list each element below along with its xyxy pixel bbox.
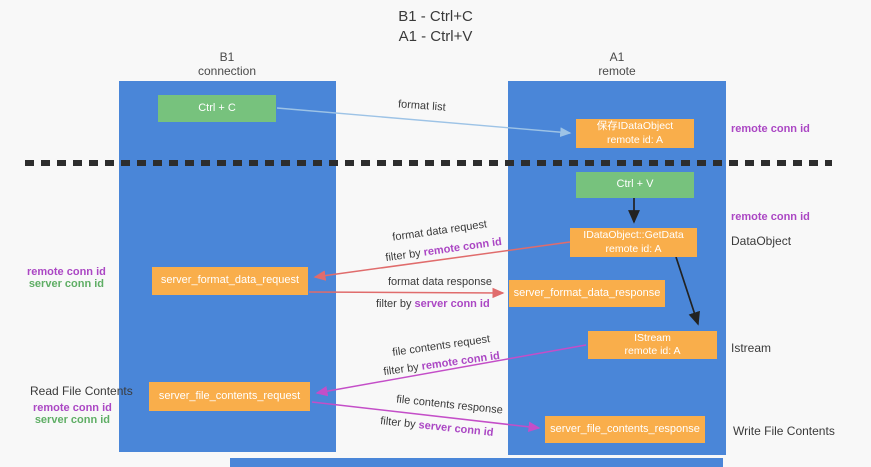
ctrl-v-box: Ctrl + V xyxy=(576,172,694,198)
read-file-contents-label: Read File Contents xyxy=(30,384,133,398)
server-file-contents-response-box: server_file_contents_response xyxy=(545,416,705,443)
remote-conn-id-label: remote conn id xyxy=(33,402,112,414)
dashed-separator xyxy=(25,160,832,166)
remote-conn-id-label-top: remote conn id xyxy=(731,123,810,135)
server-conn-id-highlight: server conn id xyxy=(414,298,490,310)
left-conn-id-labels-bottom: remote conn id server conn id xyxy=(33,402,112,426)
server-conn-id-label: server conn id xyxy=(28,278,105,290)
file-contents-response-label: file contents response xyxy=(395,393,504,417)
write-file-contents-label: Write File Contents xyxy=(733,424,835,438)
format-data-response-filter-label: filter by server conn id xyxy=(376,298,490,310)
server-conn-id-highlight: server conn id xyxy=(417,419,495,439)
server-format-data-response-label: server_format_data_response xyxy=(513,286,661,299)
save-idataobject-line2: remote id: A xyxy=(606,133,664,146)
file-contents-response-filter-label: filter by server conn id xyxy=(380,415,494,439)
save-idataobject-box: 保存IDataObject remote id: A xyxy=(576,119,694,148)
filter-by-text: filter by xyxy=(379,415,420,432)
server-conn-id-label: server conn id xyxy=(34,414,111,426)
server-format-data-request-box: server_format_data_request xyxy=(152,267,308,295)
filter-by-text: filter by xyxy=(376,298,415,310)
istream-box: IStream remote id: A xyxy=(588,331,717,359)
server-file-contents-request-label: server_file_contents_request xyxy=(158,389,301,402)
istream-side-label: Istream xyxy=(731,341,772,355)
ctrl-c-label: Ctrl + C xyxy=(198,101,236,114)
remote-conn-id-highlight: remote conn id xyxy=(420,349,501,373)
left-column-header: B1 connection xyxy=(152,50,302,79)
format-list-label: format list xyxy=(397,98,447,114)
dataobject-label: DataObject xyxy=(731,234,792,248)
server-format-data-response-box: server_format_data_response xyxy=(509,280,665,307)
filter-by-text: filter by xyxy=(382,360,423,379)
format-data-response-label: format data response xyxy=(388,276,492,288)
right-column-subtitle: remote xyxy=(598,64,636,79)
diagram-title: B1 - Ctrl+C A1 - Ctrl+V xyxy=(0,7,871,48)
getdata-line1: IDataObject::GetData xyxy=(583,229,684,242)
istream-line2: remote id: A xyxy=(624,345,681,357)
left-column-name: B1 xyxy=(219,50,235,64)
title-line-1: B1 - Ctrl+C xyxy=(398,8,473,25)
ctrl-v-label: Ctrl + V xyxy=(616,178,654,191)
remote-conn-id-highlight: remote conn id xyxy=(422,235,503,259)
save-idataobject-line1: 保存IDataObject xyxy=(596,120,674,133)
istream-line1: IStream xyxy=(634,331,671,344)
right-column-name: A1 xyxy=(609,50,625,64)
idataobject-getdata-box: IDataObject::GetData remote id: A xyxy=(570,228,697,257)
filter-by-text: filter by xyxy=(384,246,425,265)
left-conn-id-labels-top: remote conn id server conn id xyxy=(27,266,106,290)
remote-conn-id-label: remote conn id xyxy=(27,266,106,278)
left-column-subtitle: connection xyxy=(197,64,257,79)
bottom-cutoff-bar xyxy=(230,458,723,467)
remote-conn-id-label-mid: remote conn id xyxy=(731,211,810,223)
right-column-header: A1 remote xyxy=(542,50,692,79)
server-format-data-request-label: server_format_data_request xyxy=(160,274,300,287)
server-file-contents-request-box: server_file_contents_request xyxy=(149,382,310,411)
title-line-2: A1 - Ctrl+V xyxy=(398,28,473,46)
ctrl-c-box: Ctrl + C xyxy=(158,95,276,122)
getdata-line2: remote id: A xyxy=(605,242,662,255)
server-file-contents-response-label: server_file_contents_response xyxy=(550,422,700,435)
format-data-response-arrow xyxy=(308,287,505,299)
